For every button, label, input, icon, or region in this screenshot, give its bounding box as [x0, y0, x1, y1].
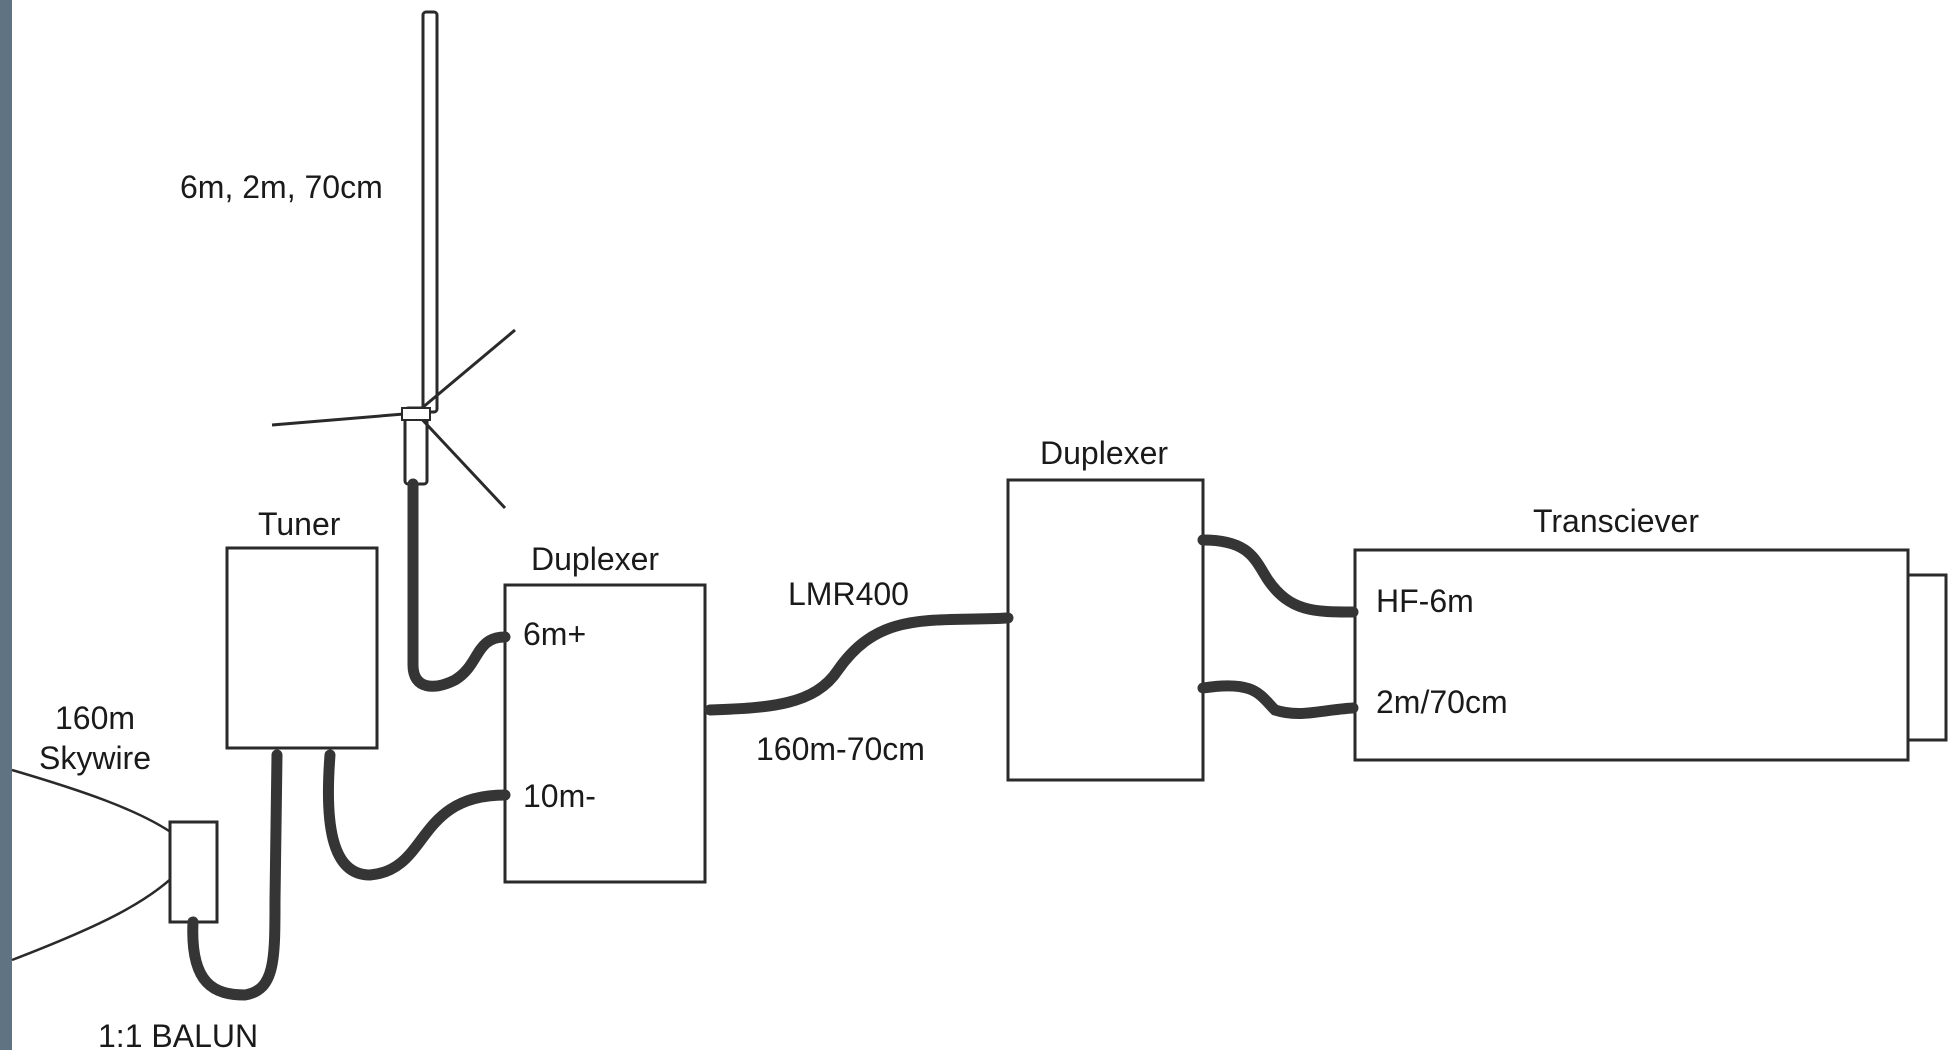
duplexer-1-port-lower: 10m- — [523, 780, 596, 812]
duplexer-2-title: Duplexer — [1040, 437, 1168, 469]
transceiver-title: Transciever — [1533, 505, 1699, 537]
scan-edge — [0, 0, 12, 1050]
transceiver-port-lower: 2m/70cm — [1376, 686, 1508, 718]
tuner-box — [227, 548, 377, 748]
duplexer-1-title: Duplexer — [531, 543, 659, 575]
vertical-antenna — [272, 12, 515, 508]
transceiver-box — [1355, 550, 1908, 760]
transceiver-knob-panel — [1908, 575, 1946, 740]
duplexer-2-box — [1008, 480, 1203, 780]
transceiver-port-upper: HF-6m — [1376, 585, 1474, 617]
feedline-cable-label: LMR400 — [788, 578, 909, 610]
tuner-label: Tuner — [258, 508, 340, 540]
skywire-wires — [12, 770, 190, 960]
antenna-bands-label: 6m, 2m, 70cm — [180, 171, 383, 203]
balun-label: 1:1 BALUN — [98, 1020, 258, 1052]
duplexer-1-port-upper: 6m+ — [523, 618, 586, 650]
feedline-range-label: 160m-70cm — [756, 733, 925, 765]
skywire-name-label: Skywire — [30, 742, 160, 774]
balun-box — [170, 822, 217, 922]
skywire-band-label: 160m — [30, 702, 160, 734]
